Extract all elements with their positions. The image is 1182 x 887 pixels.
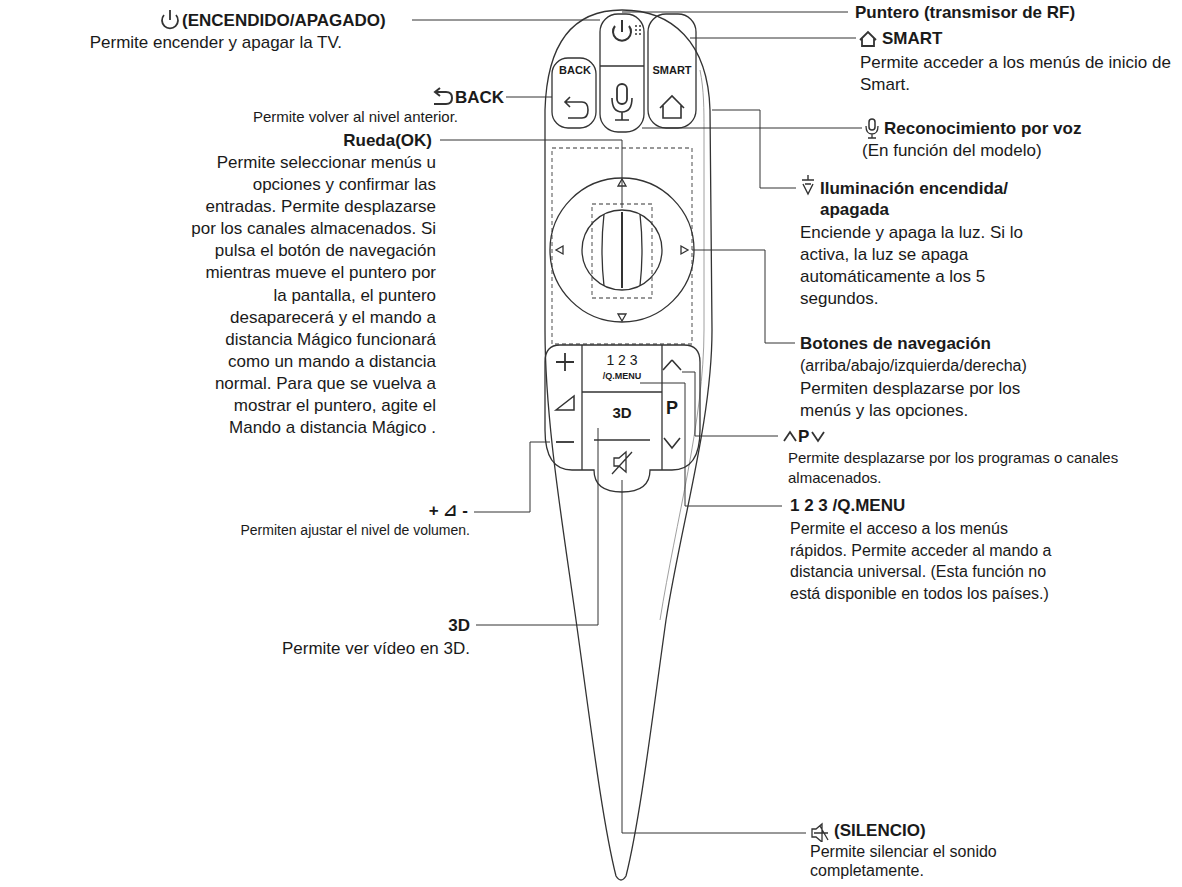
callout-heading: Puntero (transmisor de RF) <box>855 2 1075 23</box>
bulb-icon <box>802 175 814 194</box>
callout-text: Permiten ajustar el nivel de volumen. <box>4 522 470 540</box>
smart-button <box>648 14 696 128</box>
volume-triangle <box>556 396 574 410</box>
callout-heading: Reconocimiento por voz <box>884 118 1081 139</box>
callout-heading: 3D <box>400 615 470 636</box>
callout-text: (En función del modelo) <box>862 140 1042 161</box>
callout-heading: 1 2 3 /Q.MENU <box>790 496 905 516</box>
wheel <box>582 210 662 290</box>
callout-text: Enciende y apaga la luz. Si lo activa, l… <box>800 222 1050 310</box>
mic-icon <box>869 119 875 130</box>
callout-text: Permite silenciar el sonido completament… <box>810 842 1070 880</box>
middle-column <box>600 14 644 132</box>
leader-line <box>642 128 862 129</box>
caret-down-icon <box>812 432 824 441</box>
callout-heading: BACK <box>455 87 504 108</box>
button-label: P <box>662 399 682 419</box>
callout-heading: P <box>798 426 809 447</box>
leader-line <box>506 97 552 98</box>
back-arrow-icon <box>434 88 452 104</box>
leader-line <box>712 110 796 188</box>
button-label: 3D <box>597 405 647 422</box>
button-label: BACK <box>550 64 600 76</box>
callout-text: Permite desplazarse por los programas o … <box>788 448 1178 487</box>
callout-text: Permite el acceso a los menús rápidos. P… <box>790 518 1052 604</box>
callout-heading: (ENCENDIDO/APAGADO) <box>182 10 386 31</box>
leader-line <box>412 20 600 21</box>
leader-line <box>640 383 782 506</box>
callout-text: Permite seleccionar menús u opciones y c… <box>188 152 436 439</box>
callout-heading: Botones de navegación <box>800 333 991 354</box>
lower-button-group <box>545 345 700 492</box>
mute-icon <box>812 824 828 842</box>
callout-text: Permite volver al nivel anterior. <box>180 108 458 127</box>
callout-heading: SMART <box>882 28 942 49</box>
callout-text: (arriba/abajo/izquierda/derecha) <box>800 356 1027 376</box>
channel-up <box>663 360 681 370</box>
leader-line <box>622 12 848 13</box>
home-icon <box>860 32 876 46</box>
leader-line <box>622 480 806 833</box>
volume-minus <box>556 441 574 443</box>
button-label: SMART <box>647 64 697 76</box>
leader-line <box>690 38 856 39</box>
channel-down <box>664 438 680 448</box>
button-label: 1 2 3 <box>597 353 647 368</box>
callout-heading: (SILENCIO) <box>834 821 926 841</box>
callout-text: Permiten desplazarse por los menús y las… <box>800 378 1050 422</box>
leader-line <box>682 372 778 436</box>
callout-text: Permite encender y apagar la TV. <box>40 32 342 53</box>
callout-text: Permite acceder a los menús de inicio de… <box>860 52 1176 96</box>
mute-icon <box>612 452 632 474</box>
back-arrow-icon <box>565 97 588 118</box>
callout-heading: Rueda(OK) <box>230 130 432 151</box>
leader-line <box>474 442 550 512</box>
volume-plus <box>556 353 574 371</box>
home-icon <box>660 96 684 118</box>
button-label: /Q.MENU <box>592 372 652 382</box>
leader-line <box>476 428 598 625</box>
leader-line <box>692 250 795 343</box>
caret-up-icon <box>784 432 796 441</box>
callout-heading: + ⊿ - <box>360 500 468 521</box>
callout-heading: Iluminación encendida/ apagada <box>820 178 1035 221</box>
leader-line <box>440 140 622 208</box>
callout-text: Permite ver vídeo en 3D. <box>190 638 470 659</box>
